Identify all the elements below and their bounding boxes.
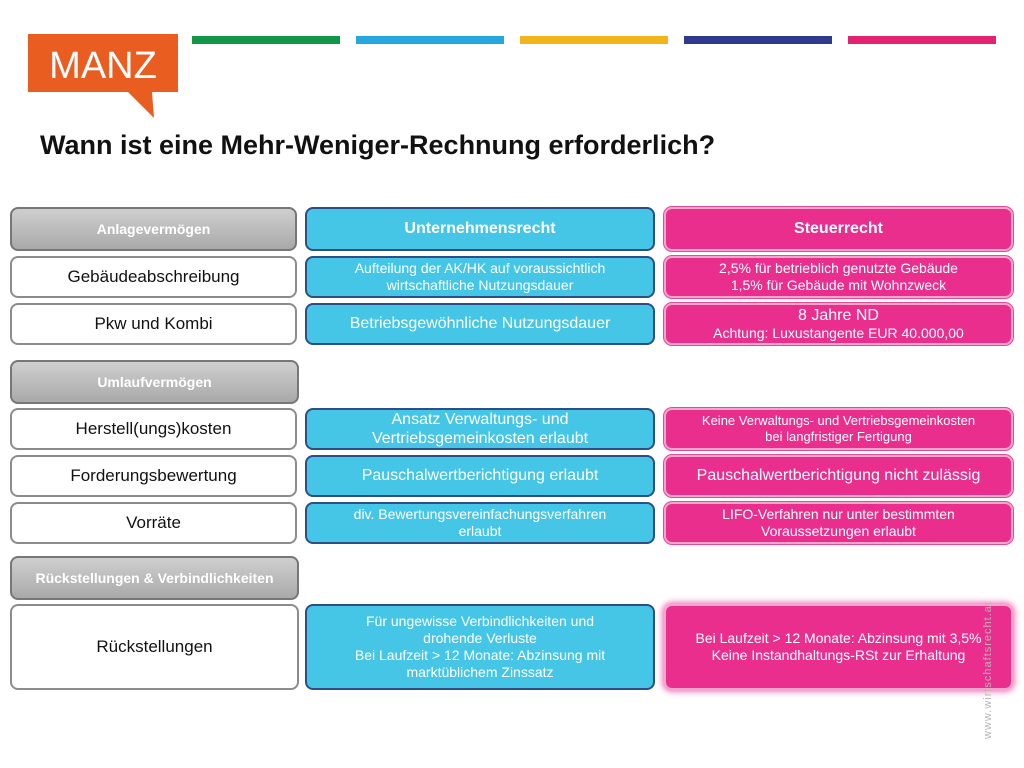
- manz-logo: MANZ: [28, 34, 180, 120]
- unternehmensrecht-forderungsbewertung: Pauschalwertberichtigung erlaubt: [305, 455, 655, 497]
- column-header-steuerrecht: Steuerrecht: [664, 207, 1013, 251]
- row-label-forderungsbewertung: Forderungsbewertung: [10, 455, 297, 497]
- row-label-vorraete: Vorräte: [10, 502, 297, 544]
- section-header-umlaufvermoegen: Umlaufvermögen: [10, 360, 299, 404]
- unternehmensrecht-rueckstellungen: Für ungewisse Verbindlichkeiten und droh…: [305, 604, 655, 690]
- unternehmensrecht-pkw-kombi: Betriebsgewöhnliche Nutzungsdauer: [305, 303, 655, 345]
- steuerrecht-gebaeudeabschreibung: 2,5% für betrieblich genutzte Gebäude 1,…: [664, 256, 1013, 298]
- steuerrecht-vorraete: LIFO-Verfahren nur unter bestimmten Vora…: [664, 502, 1013, 544]
- website-url-vertical: www.wirtschaftsrecht.at: [958, 590, 1018, 750]
- steuerrecht-pkw-kombi: 8 Jahre ND Achtung: Luxustangente EUR 40…: [664, 303, 1013, 345]
- steuerrecht-rueckstellungen: Bei Laufzeit > 12 Monate: Abzinsung mit …: [664, 604, 1013, 690]
- row-label-herstellkosten: Herstell(ungs)kosten: [10, 408, 297, 450]
- steuerrecht-pkw-sub: Achtung: Luxustangente EUR 40.000,00: [713, 325, 964, 342]
- stripe-green: [192, 36, 340, 44]
- column-header-unternehmensrecht: Unternehmensrecht: [305, 207, 655, 251]
- stripe-blue: [356, 36, 504, 44]
- unternehmensrecht-vorraete: div. Bewertungsvereinfachungsverfahren e…: [305, 502, 655, 544]
- steuerrecht-forderungsbewertung: Pauschalwertberichtigung nicht zulässig: [664, 455, 1013, 497]
- steuerrecht-pkw-main: 8 Jahre ND: [798, 307, 879, 324]
- stripe-navy: [684, 36, 832, 44]
- row-label-gebaeudeabschreibung: Gebäudeabschreibung: [10, 256, 297, 298]
- steuerrecht-herstellkosten: Keine Verwaltungs- und Vertriebsgemeinko…: [664, 408, 1013, 450]
- page-title: Wann ist eine Mehr-Weniger-Rechnung erfo…: [40, 130, 716, 160]
- section-header-anlagevermoegen: Anlagevermögen: [10, 207, 297, 251]
- section-header-rueckstellungen-verbindlichkeiten: Rückstellungen & Verbindlichkeiten: [10, 556, 299, 600]
- website-url-text: www.wirtschaftsrecht.at: [982, 601, 995, 739]
- svg-text:MANZ: MANZ: [49, 45, 157, 87]
- unternehmensrecht-herstellkosten: Ansatz Verwaltungs- und Vertriebsgemeink…: [305, 408, 655, 450]
- row-label-rueckstellungen: Rückstellungen: [10, 604, 299, 690]
- stripe-yellow: [520, 36, 668, 44]
- unternehmensrecht-gebaeudeabschreibung: Aufteilung der AK/HK auf voraussichtlich…: [305, 256, 655, 298]
- row-label-pkw-kombi: Pkw und Kombi: [10, 303, 297, 345]
- stripe-pink: [848, 36, 996, 44]
